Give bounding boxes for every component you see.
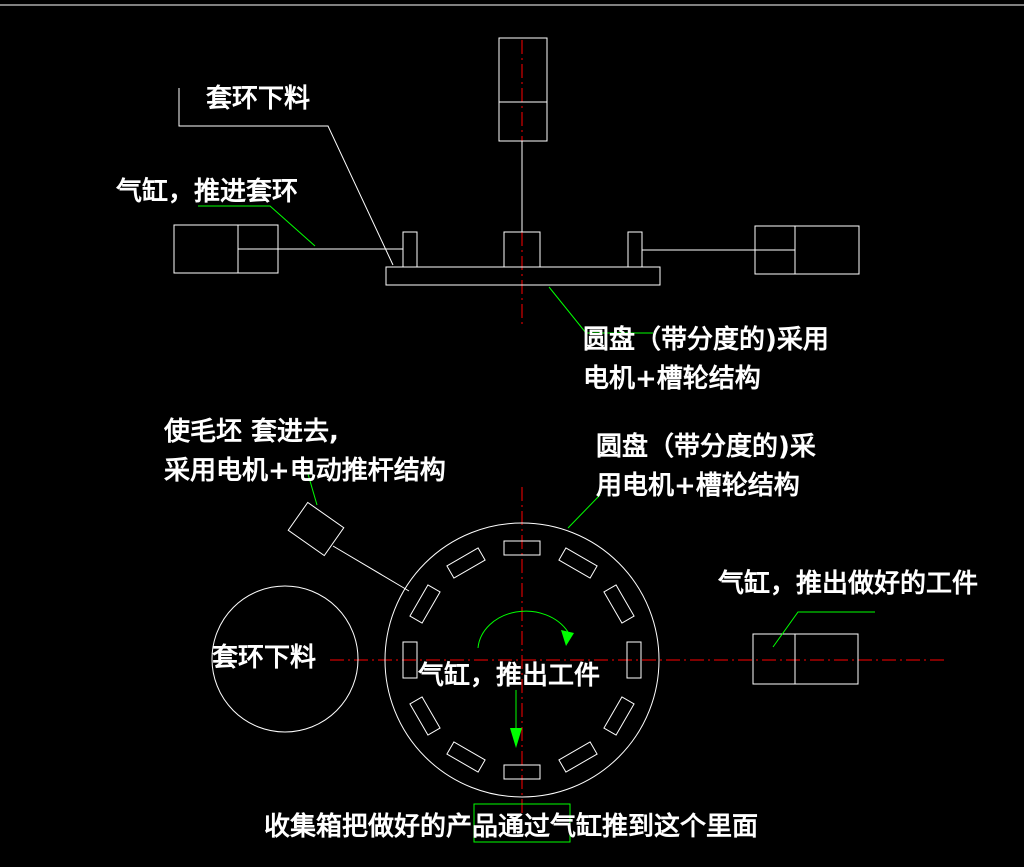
- rotation-arrow: [477, 610, 569, 649]
- right-cylinder: [642, 225, 860, 275]
- label-disc-bottom-line2: 用电机+槽轮结构: [596, 471, 800, 501]
- center-block: [503, 231, 541, 268]
- collection-box: [473, 803, 571, 843]
- label-collection-box: 收集箱把做好的产品通过气缸推到这个里面: [264, 811, 758, 842]
- right-post: [627, 231, 643, 268]
- slot: [402, 641, 418, 679]
- label-disc-top-line2: 电机+槽轮结构: [583, 364, 761, 394]
- blank-push-rod: [332, 545, 410, 592]
- rotation-arrow-head-icon: [561, 630, 574, 646]
- label-blank-line1: 使毛坯 套进去,: [163, 417, 339, 447]
- slot: [503, 540, 541, 556]
- output-cylinder: [752, 633, 859, 685]
- slot: [409, 584, 441, 624]
- blank-push-device: [287, 501, 345, 557]
- slot: [603, 696, 635, 736]
- leader-cylinder-push-ring: [198, 205, 316, 247]
- label-disc-top-line1: 圆盘（带分度的)采用: [583, 324, 829, 355]
- label-ring-feed-bottom: 套环下料: [212, 643, 316, 673]
- slot: [558, 547, 598, 579]
- slot: [558, 741, 598, 773]
- slot: [603, 584, 635, 624]
- leader-blank: [307, 473, 318, 506]
- label-cylinder-push-finished: 气缸，推出做好的工件: [717, 568, 978, 599]
- leader-disc-bottom: [567, 494, 601, 529]
- ring-feed-circle: [211, 585, 359, 733]
- label-blank-line2: 采用电机+电动推杆结构: [164, 456, 446, 486]
- leader-output-cylinder: [772, 611, 875, 648]
- left-cylinder: [173, 224, 403, 274]
- disc-slots: [402, 540, 642, 780]
- leader-disc-top: [548, 286, 653, 334]
- slot: [626, 641, 642, 679]
- label-cylinder-push-workpiece: 气缸，推出工件: [417, 660, 600, 691]
- label-disc-bottom-line1: 圆盘（带分度的)采: [596, 431, 816, 462]
- slot: [446, 741, 486, 773]
- label-ring-feed-top: 套环下料: [206, 84, 310, 114]
- push-down-arrow-head-icon: [510, 728, 522, 748]
- leader-ring-feed-top: [178, 88, 394, 266]
- label-cylinder-push-ring: 气缸，推进套环: [115, 176, 298, 207]
- indexing-disc: [384, 522, 660, 798]
- left-post: [402, 231, 418, 268]
- slot: [446, 547, 486, 579]
- slot: [409, 696, 441, 736]
- top-cylinder: [498, 37, 548, 232]
- slot: [503, 764, 541, 780]
- disc-base-plate: [385, 266, 661, 286]
